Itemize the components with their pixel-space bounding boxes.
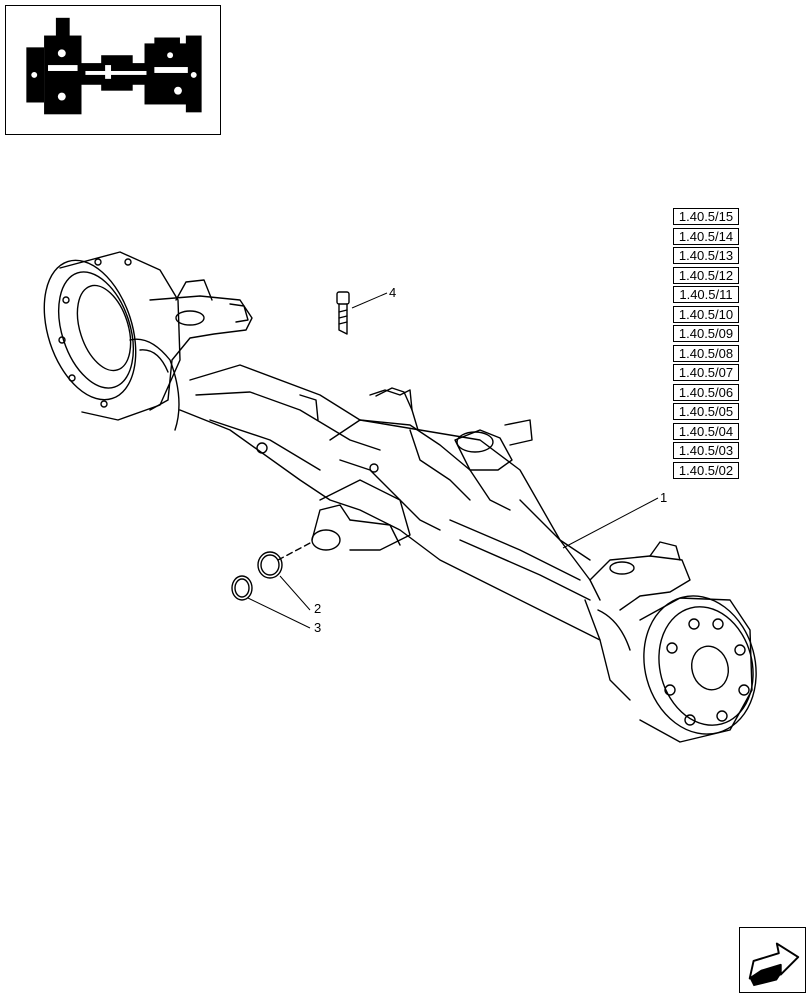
assembly-centre-line <box>277 541 313 561</box>
ref-link[interactable]: 1.40.5/13 <box>673 247 739 264</box>
leader-3 <box>247 597 311 629</box>
ref-link[interactable]: 1.40.5/04 <box>673 422 739 440</box>
ref-link[interactable]: 1.40.5/05 <box>673 403 739 420</box>
next-page-button[interactable] <box>739 927 806 993</box>
ref-link[interactable]: 1.40.5/11 <box>673 286 739 303</box>
axle-beam <box>179 364 601 641</box>
ref-link[interactable]: 1.40.5/08 <box>673 344 739 362</box>
part-2-seal <box>257 551 283 579</box>
part-3-ring <box>231 575 253 601</box>
ref-link[interactable]: 1.40.5/10 <box>673 305 739 323</box>
next-page-arrow-icon <box>748 942 800 987</box>
ref-link[interactable]: 1.40.5/12 <box>673 266 739 284</box>
overview-thumbnail <box>5 5 221 135</box>
callout-3[interactable]: 3 <box>314 620 321 635</box>
reference-list: 1.40.5/15 1.40.5/14 1.40.5/13 1.40.5/12 … <box>673 208 739 481</box>
ref-link[interactable]: 1.40.5/06 <box>673 383 739 401</box>
leader-4 <box>351 292 388 309</box>
right-wheel-hub <box>639 595 757 743</box>
left-steering-knuckle <box>129 279 253 431</box>
callout-1[interactable]: 1 <box>660 490 667 505</box>
ref-link[interactable]: 1.40.5/03 <box>673 442 739 459</box>
brake-pipe <box>375 387 419 431</box>
callout-2[interactable]: 2 <box>314 601 321 616</box>
leader-2 <box>279 575 311 611</box>
differential-housing <box>311 389 533 551</box>
ref-link[interactable]: 1.40.5/15 <box>673 208 739 225</box>
callout-4[interactable]: 4 <box>389 285 396 300</box>
ref-link[interactable]: 1.40.5/09 <box>673 325 739 342</box>
ref-link[interactable]: 1.40.5/14 <box>673 227 739 245</box>
right-steering-knuckle <box>584 541 691 701</box>
ref-link[interactable]: 1.40.5/02 <box>673 461 739 479</box>
leader-1 <box>562 497 659 549</box>
axle-overview-icon <box>26 17 202 115</box>
left-wheel-hub <box>43 251 181 421</box>
ref-link[interactable]: 1.40.5/07 <box>673 364 739 381</box>
part-4-bolt <box>336 291 350 335</box>
